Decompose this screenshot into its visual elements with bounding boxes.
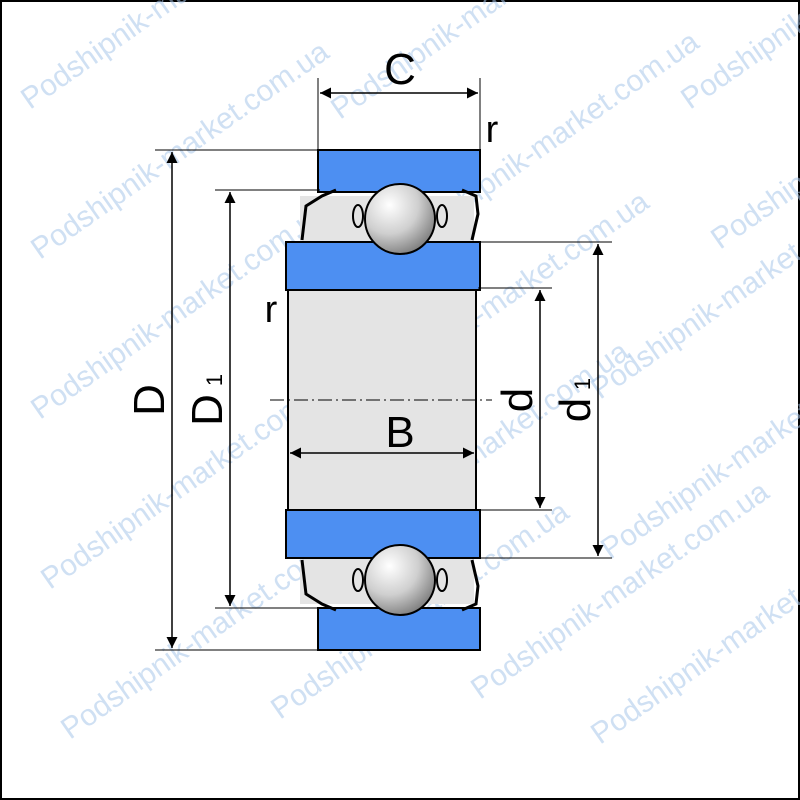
label-d1-sub: 1 — [570, 378, 595, 390]
label-d1-main: d — [551, 398, 600, 422]
label-d: d — [493, 388, 542, 412]
seals — [300, 188, 480, 612]
label-D1: D 1 — [183, 374, 232, 426]
label-D1-sub: 1 — [202, 374, 227, 386]
cage-pocket — [436, 204, 448, 228]
label-D: D — [125, 384, 174, 416]
seal-bottom-left — [300, 559, 337, 612]
cage-pocket — [352, 204, 364, 228]
label-B: B — [385, 408, 414, 457]
seal-top-right — [461, 188, 480, 241]
label-r-top: r — [486, 109, 499, 151]
label-D1-main: D — [183, 394, 232, 426]
cage — [352, 204, 448, 592]
label-d1: d 1 — [551, 378, 600, 422]
seal-bottom-right — [461, 559, 480, 612]
cage-pocket — [352, 568, 364, 592]
watermark-text: Podshipnik-market.com.ua — [465, 475, 775, 706]
ball-bottom — [364, 544, 436, 616]
ball-top — [364, 183, 436, 255]
label-C: C — [384, 45, 416, 94]
dimension-lines — [166, 87, 604, 648]
extension-lines — [155, 78, 612, 651]
cage-pocket — [436, 568, 448, 592]
seal-top-left — [300, 188, 337, 241]
label-r-side: r — [265, 289, 278, 331]
